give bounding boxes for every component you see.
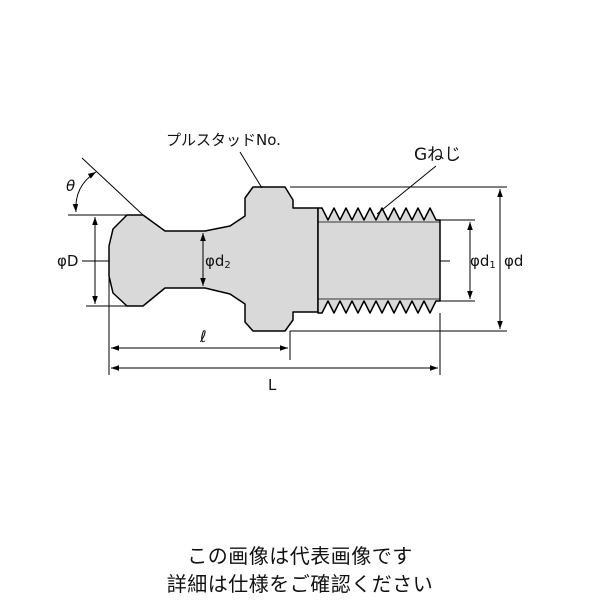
thread-section [317, 207, 441, 314]
pull-stud-no-label: プルスタッドNo. [166, 131, 281, 149]
phi-d-label: φd [504, 252, 523, 270]
caption-line-1: この画像は代表画像です [187, 544, 413, 568]
pull-stud-leader-line [239, 151, 263, 189]
g-thread-leader-line [376, 165, 437, 215]
ell-label: ℓ [199, 327, 207, 346]
phi-D-label: φD [57, 252, 78, 270]
phi-d1-label: φd1 [470, 252, 496, 271]
pull-stud-body [108, 186, 319, 332]
theta-label: θ [66, 177, 75, 195]
caption-line-2: 詳細は仕様をご確認ください [166, 572, 434, 596]
theta-extension-line [81, 157, 144, 216]
g-thread-label: Gねじ [414, 145, 461, 165]
phi-d2-label: φd2 [205, 252, 231, 271]
theta-arc [72, 171, 97, 213]
L-label: L [268, 376, 277, 394]
